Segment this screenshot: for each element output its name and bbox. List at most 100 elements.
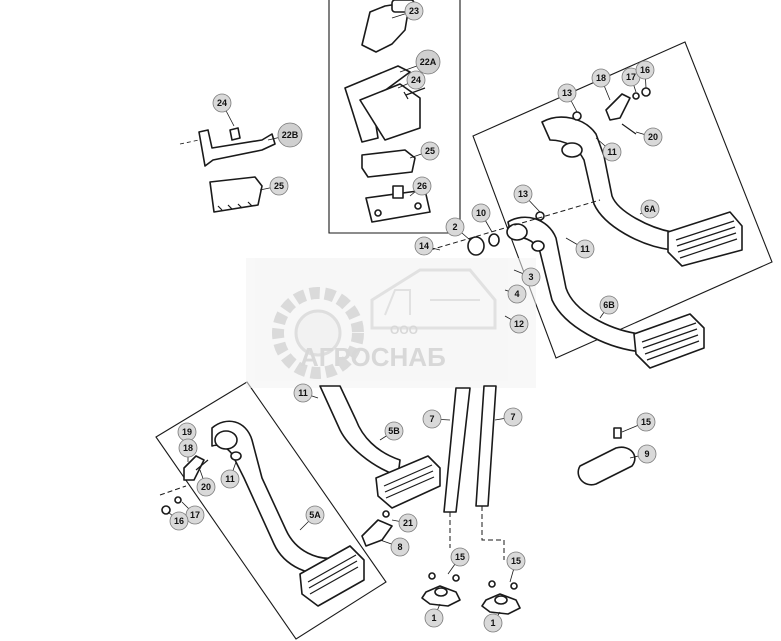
callout-circle	[640, 199, 660, 219]
callout-label: 2	[452, 222, 457, 232]
callout-label: 19	[182, 427, 192, 437]
callout-circle	[445, 217, 465, 237]
part-callout: 11	[575, 239, 595, 259]
bolt-part-24-left	[229, 127, 241, 141]
callout-circle	[599, 295, 619, 315]
watermark-company-name: АГРОСНАБ	[300, 342, 446, 372]
mounts-1	[421, 572, 521, 615]
callout-label: 24	[217, 98, 227, 108]
callout-circle	[424, 608, 444, 628]
part-callout: 17	[185, 505, 205, 525]
callout-label: 22B	[282, 130, 299, 140]
mount-right-bolt-b	[510, 582, 518, 590]
callout-label: 12	[514, 319, 524, 329]
watermark-company-type: ООО	[390, 323, 418, 337]
callout-circle	[643, 127, 663, 147]
callout-label: 6A	[644, 204, 656, 214]
callout-label: 15	[641, 417, 651, 427]
callout-label: 25	[274, 181, 284, 191]
bolt-part-13-top	[572, 111, 582, 121]
callout-circle	[521, 267, 541, 287]
callout-circle	[269, 176, 289, 196]
callout-circle	[506, 551, 526, 571]
callout-label: 10	[476, 208, 486, 218]
callout-label: 6B	[603, 300, 615, 310]
plate-part-9	[577, 446, 636, 486]
mount-right-boss	[494, 595, 508, 605]
lever-part-18-left	[183, 455, 205, 481]
callout-circle	[575, 239, 595, 259]
latch-part-8	[361, 519, 393, 547]
part-callout: 15	[506, 551, 526, 571]
part-callout: 18	[591, 68, 611, 88]
callout-label: 17	[190, 510, 200, 520]
callout-label: 1	[431, 613, 436, 623]
part-callout: 24	[406, 70, 426, 90]
callout-circle	[398, 513, 418, 533]
callout-label: 26	[417, 181, 427, 191]
part-callout: 5B	[384, 421, 404, 441]
callout-circle	[422, 409, 442, 429]
latch-8	[361, 510, 393, 547]
part-callout: 11	[220, 469, 240, 489]
callout-circle	[169, 511, 189, 531]
bracket-22a-group	[344, 0, 431, 223]
rod-left	[443, 387, 471, 513]
part-callout: 22A	[415, 49, 441, 75]
part-callout: 19	[177, 422, 197, 442]
callout-circle	[220, 469, 240, 489]
callout-label: 3	[528, 272, 533, 282]
part-callout: 6A	[640, 199, 660, 219]
pedal-6a	[541, 87, 743, 267]
pedal-boss-6b	[531, 240, 545, 252]
cover-plate-9	[577, 427, 636, 486]
callout-circle	[384, 421, 404, 441]
pedal-pad-ribs-5b	[383, 464, 435, 499]
callout-label: 1	[490, 618, 495, 628]
callout-label: 8	[397, 542, 402, 552]
callout-circle	[414, 236, 434, 256]
part-callout: 18	[178, 438, 198, 458]
part-callout: 3	[521, 267, 541, 287]
part-callout: 7	[422, 409, 442, 429]
pedal-pad-ribs-6b	[641, 322, 700, 361]
pedal-pad-6b	[633, 313, 705, 369]
mount-left-boss	[434, 587, 448, 597]
plate-part-26	[365, 189, 431, 223]
callout-label: 15	[455, 552, 465, 562]
callout-label: 24	[411, 75, 421, 85]
bolt-part-24-upper	[403, 87, 426, 100]
callout-label: 13	[518, 189, 528, 199]
bushing-part-10	[488, 233, 500, 247]
callout-circle	[591, 68, 611, 88]
callout-label: 5B	[388, 426, 400, 436]
callout-circle	[483, 613, 503, 633]
callout-label: 13	[562, 88, 572, 98]
pedal-boss-5a	[230, 451, 242, 461]
callout-circle	[507, 284, 527, 304]
callout-circle	[503, 407, 523, 427]
part-callout: 20	[196, 477, 216, 497]
callout-label: 21	[403, 518, 413, 528]
part-callout: 1	[424, 608, 444, 628]
callout-circle	[635, 60, 655, 80]
part-callout: 21	[398, 513, 418, 533]
rod-right	[475, 385, 497, 507]
pedal-hub-5a	[214, 430, 238, 450]
callout-circle	[406, 70, 426, 90]
part-callout: 9	[637, 444, 657, 464]
part-callout: 6B	[599, 295, 619, 315]
part-callout: 13	[557, 83, 577, 103]
part-callout: 2	[445, 217, 465, 237]
mount-right-bolt-a	[488, 580, 496, 588]
pad-teeth	[217, 201, 253, 211]
plate-bolt-right	[414, 202, 422, 210]
bracket-flange	[359, 83, 421, 141]
pad-part-25-left	[209, 176, 263, 213]
part-callout: 20	[643, 127, 663, 147]
part-callout: 16	[635, 60, 655, 80]
plate-clip	[392, 185, 404, 199]
spring-part-21	[382, 510, 390, 518]
bracket-axis-5a	[159, 485, 187, 496]
pedal-pad-6a	[667, 211, 743, 267]
